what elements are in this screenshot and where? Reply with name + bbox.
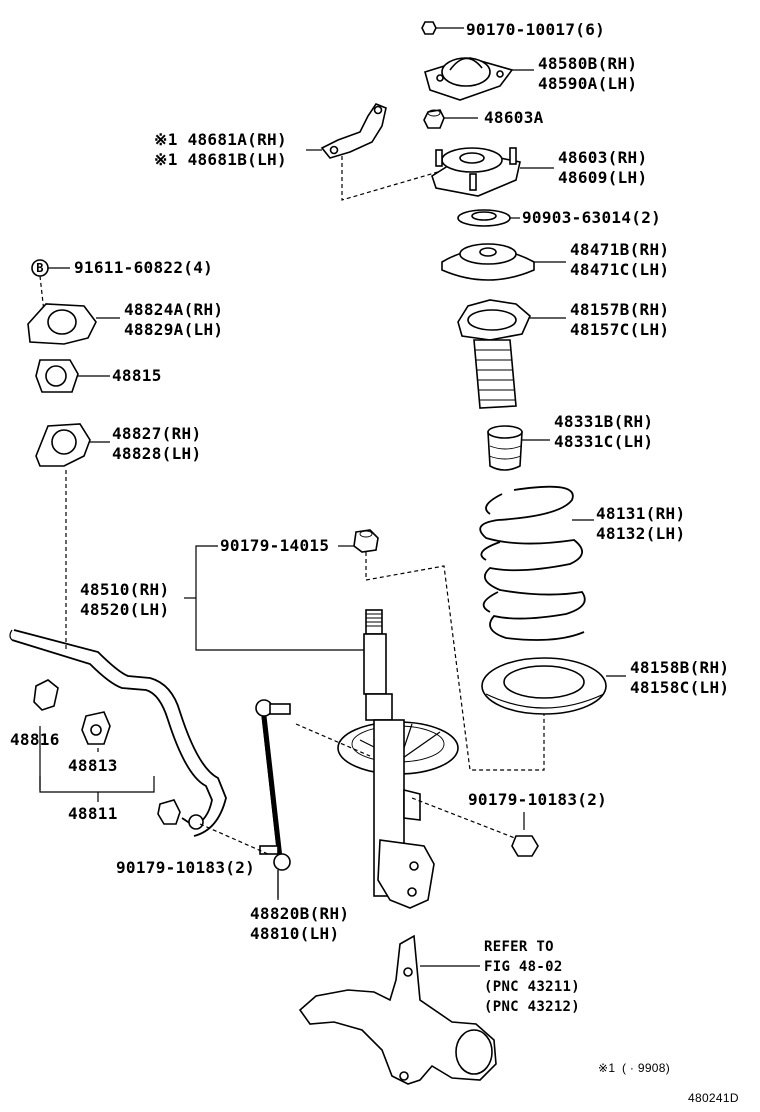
nut-guide	[411, 797, 521, 841]
stabilizer-link-icon	[255, 699, 291, 898]
coil-spring-icon	[479, 485, 594, 641]
upper-support-icon	[424, 57, 534, 101]
strut-nut-icon	[338, 529, 379, 553]
label-side-nut: 90179-10183(2)	[468, 790, 608, 809]
bushing2-icon	[81, 711, 111, 752]
label-link-nut: 90179-10183(2)	[116, 858, 256, 877]
spring-seat-icon	[441, 243, 566, 281]
bracket-48811	[39, 776, 155, 793]
dust-boot-icon	[457, 299, 566, 409]
bracket-48827-icon	[35, 423, 110, 467]
label-strut-rh: 48510(RH)	[80, 580, 170, 599]
label-mount-lh: 48609(LH)	[558, 168, 648, 187]
label-insulator-lh: 48158C(LH)	[630, 678, 730, 697]
label-upper-support-rh: 48580B(RH)	[538, 54, 638, 73]
label-bearing: 90903-63014(2)	[522, 208, 662, 227]
label-stabilizer: 48811	[68, 804, 118, 823]
nut-48603a-icon	[423, 109, 478, 129]
label-stab-bracket-rh: 48824A(RH)	[124, 300, 224, 319]
label-link-rh: 48820B(RH)	[250, 904, 350, 923]
stabilizer-bar-icon	[9, 629, 227, 837]
label-mount-rh: 48603(RH)	[558, 148, 648, 167]
label-boot-rh: 48157B(RH)	[570, 300, 670, 319]
refer-line-2: FIG 48-02	[484, 959, 563, 975]
bushing-icon	[35, 359, 110, 393]
label-bracket-lh: ※1 48681B(LH)	[154, 150, 287, 169]
small-bushing-icon	[157, 799, 181, 825]
footnote-mark: ※1	[598, 1061, 616, 1075]
label-nut-48603a: 48603A	[484, 108, 544, 127]
label-bumper-lh: 48331C(LH)	[554, 432, 654, 451]
bump-stopper-icon	[487, 425, 550, 471]
label-bracket2-lh: 48828(LH)	[112, 444, 202, 463]
label-nut-top: 90170-10017(6)	[466, 20, 606, 39]
refer-line-1: REFER TO	[484, 939, 554, 955]
label-bushing2: 48813	[68, 756, 118, 775]
refer-line-4: (PNC 43212)	[484, 999, 581, 1015]
label-upper-support-lh: 48590A(LH)	[538, 74, 638, 93]
label-bracket2-rh: 48827(RH)	[112, 424, 202, 443]
diagram-id: 480241D	[688, 1091, 739, 1105]
label-spring-lh: 48132(LH)	[596, 524, 686, 543]
steering-knuckle-icon	[298, 934, 497, 1085]
label-stab-bracket-lh: 48829A(LH)	[124, 320, 224, 339]
guide-line	[365, 552, 545, 771]
label-bushing: 48815	[112, 366, 162, 385]
nut-top-icon	[421, 21, 464, 35]
label-bolt-b: 91611-60822(4)	[74, 258, 214, 277]
label-seat-lh: 48471C(LH)	[570, 260, 670, 279]
bracket-48681-icon	[306, 103, 439, 201]
label-seat-rh: 48471B(RH)	[570, 240, 670, 259]
label-spring-rh: 48131(RH)	[596, 504, 686, 523]
strut-leader	[195, 545, 364, 651]
label-link-lh: 48810(LH)	[250, 924, 340, 943]
label-bumper-rh: 48331B(RH)	[554, 412, 654, 431]
label-strut-lh: 48520(LH)	[80, 600, 170, 619]
label-bracket-rh: ※1 48681A(RH)	[154, 130, 287, 149]
label-clamp: 48816	[10, 730, 60, 749]
strut-assembly-icon	[337, 609, 459, 909]
label-boot-lh: 48157C(LH)	[570, 320, 670, 339]
bar-guide	[199, 823, 269, 855]
footnote-range: ( · 9908)	[622, 1061, 671, 1075]
refer-line-3: (PNC 43211)	[484, 979, 581, 995]
side-nut-icon	[511, 812, 539, 857]
lower-insulator-icon	[481, 657, 626, 715]
bearing-icon	[457, 209, 520, 227]
label-insulator-rh: 48158B(RH)	[630, 658, 730, 677]
stab-bracket-icon	[27, 303, 120, 345]
label-strut-nut: 90179-14015	[220, 536, 330, 555]
label-bolt-mark: B	[36, 261, 44, 275]
mount-48603-icon	[431, 147, 554, 197]
